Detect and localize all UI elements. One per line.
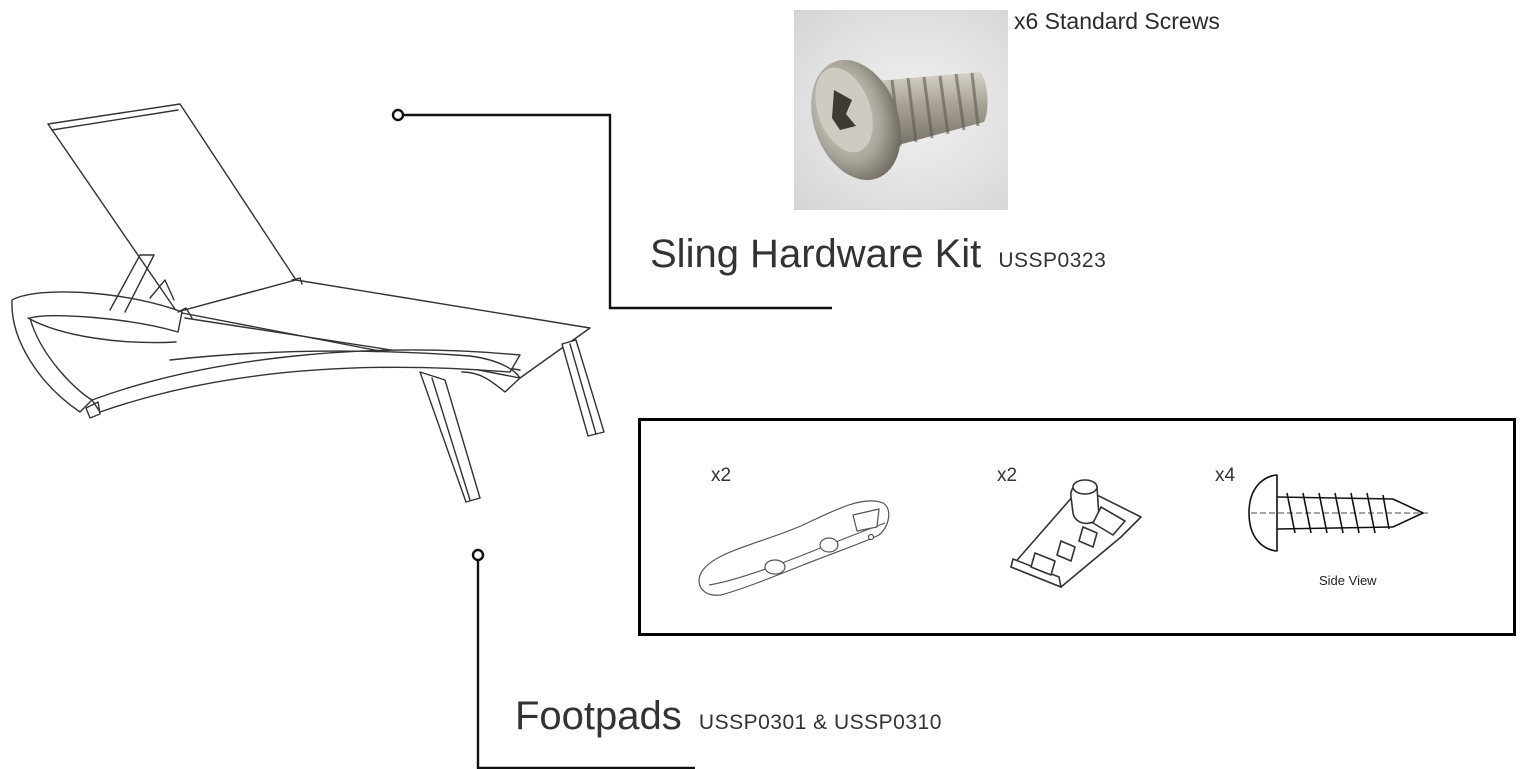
standard-screw-photo [794,10,1008,210]
footpad-callout-line [476,560,695,769]
kit-code: USSP0323 [998,249,1107,272]
tapping-screw-drawing [1248,474,1429,552]
footpad-block-drawing [1010,479,1142,588]
side-view-caption: Side View [1319,573,1377,588]
kit-name: Sling Hardware Kit [650,232,982,276]
part-2-quantity: x2 [997,465,1018,486]
footpad-parts-box: x2 x2 x4 [638,418,1516,636]
footpads-code: USSP0301 & USSP0310 [698,711,942,734]
sling-callout-line [403,113,832,310]
chaise-lounge-drawing [11,103,605,503]
footpads-name: Footpads [515,694,682,738]
sling-hardware-kit-title: Sling Hardware Kit USSP0323 [650,232,1106,277]
footpads-title: Footpads USSP0301 & USSP0310 [515,694,942,739]
sling-callout-dot [391,108,405,122]
screw-count-label: x6 Standard Screws [1014,8,1220,34]
footpad-rail-drawing [698,500,890,596]
part-3-quantity: x4 [1215,465,1236,486]
footpad-callout-dot [471,548,485,562]
part-1-quantity: x2 [711,465,732,486]
